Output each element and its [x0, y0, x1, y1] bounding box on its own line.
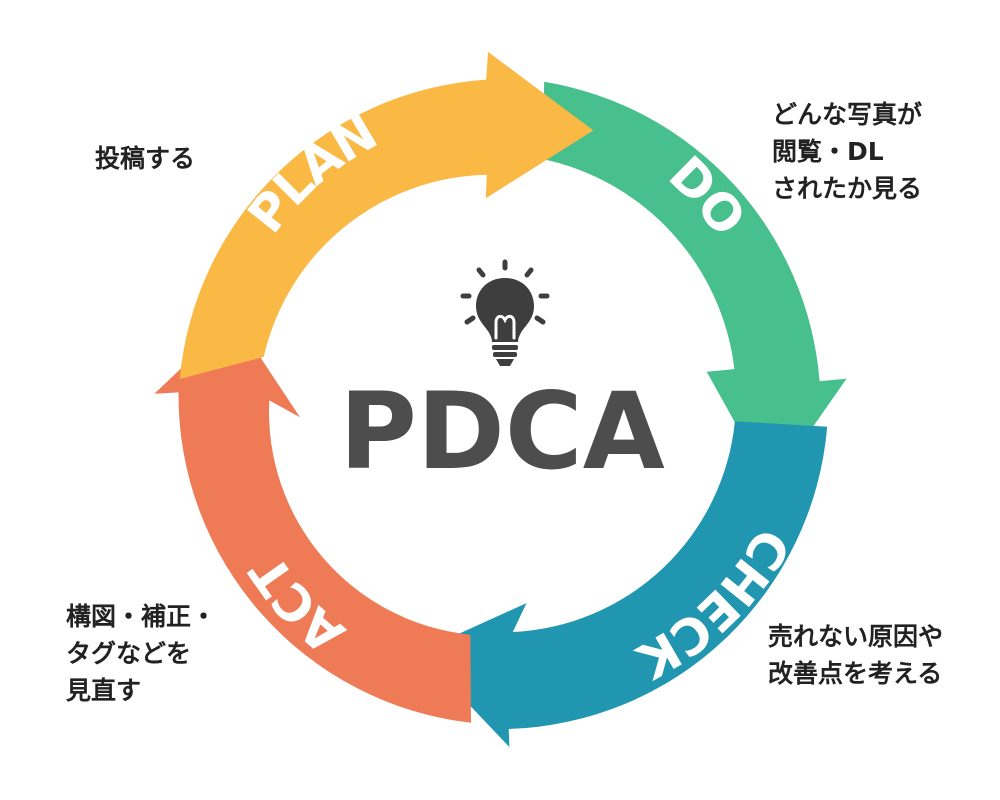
- center-title: PDCA: [339, 370, 665, 493]
- arrow-check-shape: [418, 421, 828, 747]
- note-plan: 投稿する: [95, 144, 196, 173]
- arrow-do: [541, 81, 847, 488]
- arrow-check: [418, 421, 828, 747]
- arrow-do-shape: [541, 81, 847, 488]
- note-act: 構図・補正・ タグなどを 見直す: [66, 602, 217, 705]
- arrow-plan: [179, 51, 594, 380]
- note-check: 売れない原因や 改善点を考える: [768, 622, 944, 688]
- lightbulb-icon: [460, 259, 550, 366]
- arrow-act-shape: [154, 317, 471, 723]
- arrow-plan-shape: [179, 51, 594, 380]
- arrow-act: [154, 317, 471, 723]
- note-do: どんな写真が 閲覧・DL されたか見る: [772, 100, 923, 203]
